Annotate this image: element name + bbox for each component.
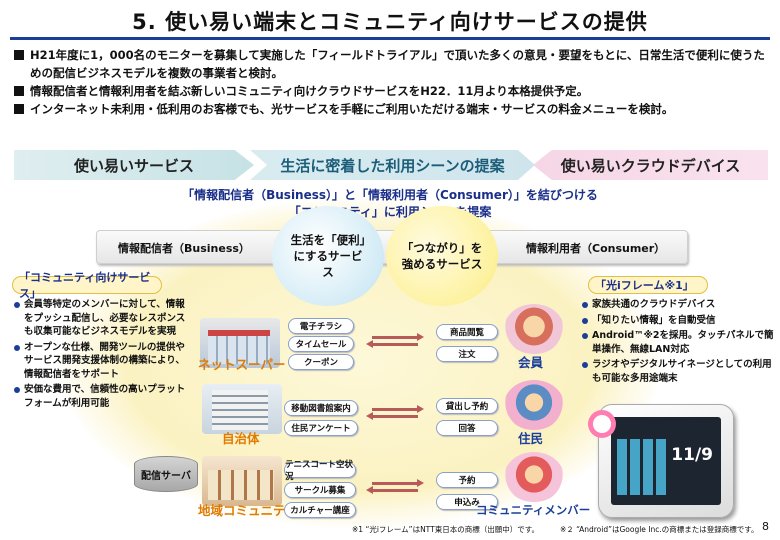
community-service-tag: 「コミュニティ向けサービス」	[12, 271, 162, 300]
list-item: ラジオやデジタルサイネージとしての利用も可能な多用途端末	[582, 358, 778, 385]
city-hall-picture	[202, 384, 282, 434]
square-bullet-icon	[14, 86, 24, 96]
dot-bullet-icon	[582, 317, 588, 324]
pill-item: 申込み	[436, 494, 498, 510]
summary-bullets: H21年度に1，000名のモニターを募集して実施した「フィールドトライアル」で頂…	[14, 46, 774, 118]
receiver-label-resident: 住民	[518, 431, 544, 446]
hikari-iframe-device: 11/9	[598, 404, 734, 518]
dot-bullet-icon	[14, 302, 20, 308]
list-item: Android™※2を採用。タッチパネルで簡単操作、無線LAN対応	[582, 329, 778, 356]
pill-item: 回答	[436, 420, 498, 436]
list-item: オープンな仕様、開発ツールの提供やサービス開発支援体制の構築により、情報配信者を…	[14, 341, 192, 382]
bullet-1: H21年度に1，000名のモニターを募集して実施した「フィールドトライアル」で頂…	[14, 46, 774, 82]
exchange-arrow-icon	[366, 405, 424, 420]
footnote-1: ※1 “光iフレーム”はNTT東日本の商標（出願中）です。	[352, 525, 539, 534]
community-member-person-icon	[504, 452, 564, 502]
square-bullet-icon	[14, 104, 24, 114]
list-item: 会員等特定のメンバーに対して、情報をプッシュ配信し、必要なレスポンスも収集可能な…	[14, 298, 192, 339]
sender-label-supermarket: ネットスーパー	[198, 357, 286, 372]
pill-item: 貸出し予約	[436, 398, 498, 414]
subheading-community: 「コミュニティ」に利用シーンを提案	[288, 205, 492, 219]
banner-easy-service: 使い易いサービス	[14, 150, 254, 180]
app-grid-icon	[617, 439, 669, 495]
subheading-connect: 「情報配信者（Business）」と「情報利用者（Consumer）」を結びつけ…	[182, 188, 598, 202]
list-item: 「知りたい情報」を自動受信	[582, 314, 778, 328]
member-person-icon	[504, 304, 564, 354]
receiver-label-community-member: コミュニティメンバー	[476, 503, 591, 517]
resident-person-icon	[504, 380, 564, 430]
connection-service-circle: 「つながり」を強めるサービス	[386, 206, 498, 306]
page-number: 8	[762, 520, 769, 533]
pill-item: クーポン	[288, 354, 354, 370]
page-title: 5. 使い易い端末とコミュニティ向けサービスの提供	[132, 10, 648, 34]
pill-item: 注文	[436, 346, 498, 362]
bullet-3: インターネット未利用・低利用のお客様でも、光サービスを手軽にご利用いただける端末…	[14, 100, 774, 118]
exchange-arrow-icon	[366, 479, 424, 494]
supermarket-picture	[200, 318, 280, 368]
business-label: 情報配信者（Business）	[118, 242, 250, 255]
sender-label-municipality: 自治体	[222, 431, 260, 446]
footnote-2: ※２ “Android”はGoogle Inc.の商標または登録商標です。	[560, 525, 759, 534]
list-item: 家族共通のクラウドデバイス	[582, 298, 778, 312]
pill-item: 住民アンケート	[284, 420, 358, 436]
device-screen: 11/9	[611, 417, 721, 505]
bullet-2: 情報配信者と情報利用者を結ぶ新しいコミュニティ向けクラウドサービスをH22．11…	[14, 82, 774, 100]
pill-item: 予約	[436, 472, 498, 488]
dot-bullet-icon	[582, 333, 588, 339]
dot-bullet-icon	[14, 387, 20, 393]
dot-bullet-icon	[14, 344, 20, 351]
pill-item: サークル募集	[284, 482, 356, 498]
device-badge-icon	[588, 410, 616, 438]
dot-bullet-icon	[582, 302, 588, 308]
local-community-picture	[202, 456, 282, 506]
delivery-server-icon: 配信サーバ	[134, 456, 198, 492]
receiver-label-member: 会員	[518, 355, 544, 370]
pill-item: テニスコート空状況	[284, 460, 356, 482]
banner-usage-scene: 生活に密着した利用シーンの提案	[250, 150, 535, 180]
device-date: 11/9	[671, 445, 713, 465]
sender-label-local-community: 地域コミュニティ	[198, 503, 298, 518]
pill-item: カルチャー講座	[284, 502, 356, 518]
community-service-points: 会員等特定のメンバーに対して、情報をプッシュ配信し、必要なレスポンスも収集可能な…	[14, 298, 192, 412]
device-feature-points: 家族共通のクラウドデバイス 「知りたい情報」を自動受信 Android™※2を採…	[582, 298, 778, 387]
list-item: 安価な費用で、信頼性の高いプラットフォームが利用可能	[14, 383, 192, 410]
pill-item: 移動図書館案内	[284, 400, 358, 416]
consumer-label: 情報利用者（Consumer）	[526, 242, 666, 255]
dot-bullet-icon	[582, 362, 588, 368]
title-underline	[10, 37, 770, 40]
convenience-service-circle: 生活を「便利」にするサービス	[272, 206, 384, 306]
exchange-arrow-icon	[366, 333, 424, 348]
square-bullet-icon	[14, 50, 24, 60]
pill-item: 電子チラシ	[288, 318, 354, 334]
pill-item: 商品閲覧	[436, 324, 498, 340]
banner-cloud-device: 使い易いクラウドデバイス	[533, 150, 768, 180]
hikari-iframe-tag: 「光iフレーム※1」	[588, 276, 708, 294]
pill-item: タイムセール	[288, 336, 354, 352]
